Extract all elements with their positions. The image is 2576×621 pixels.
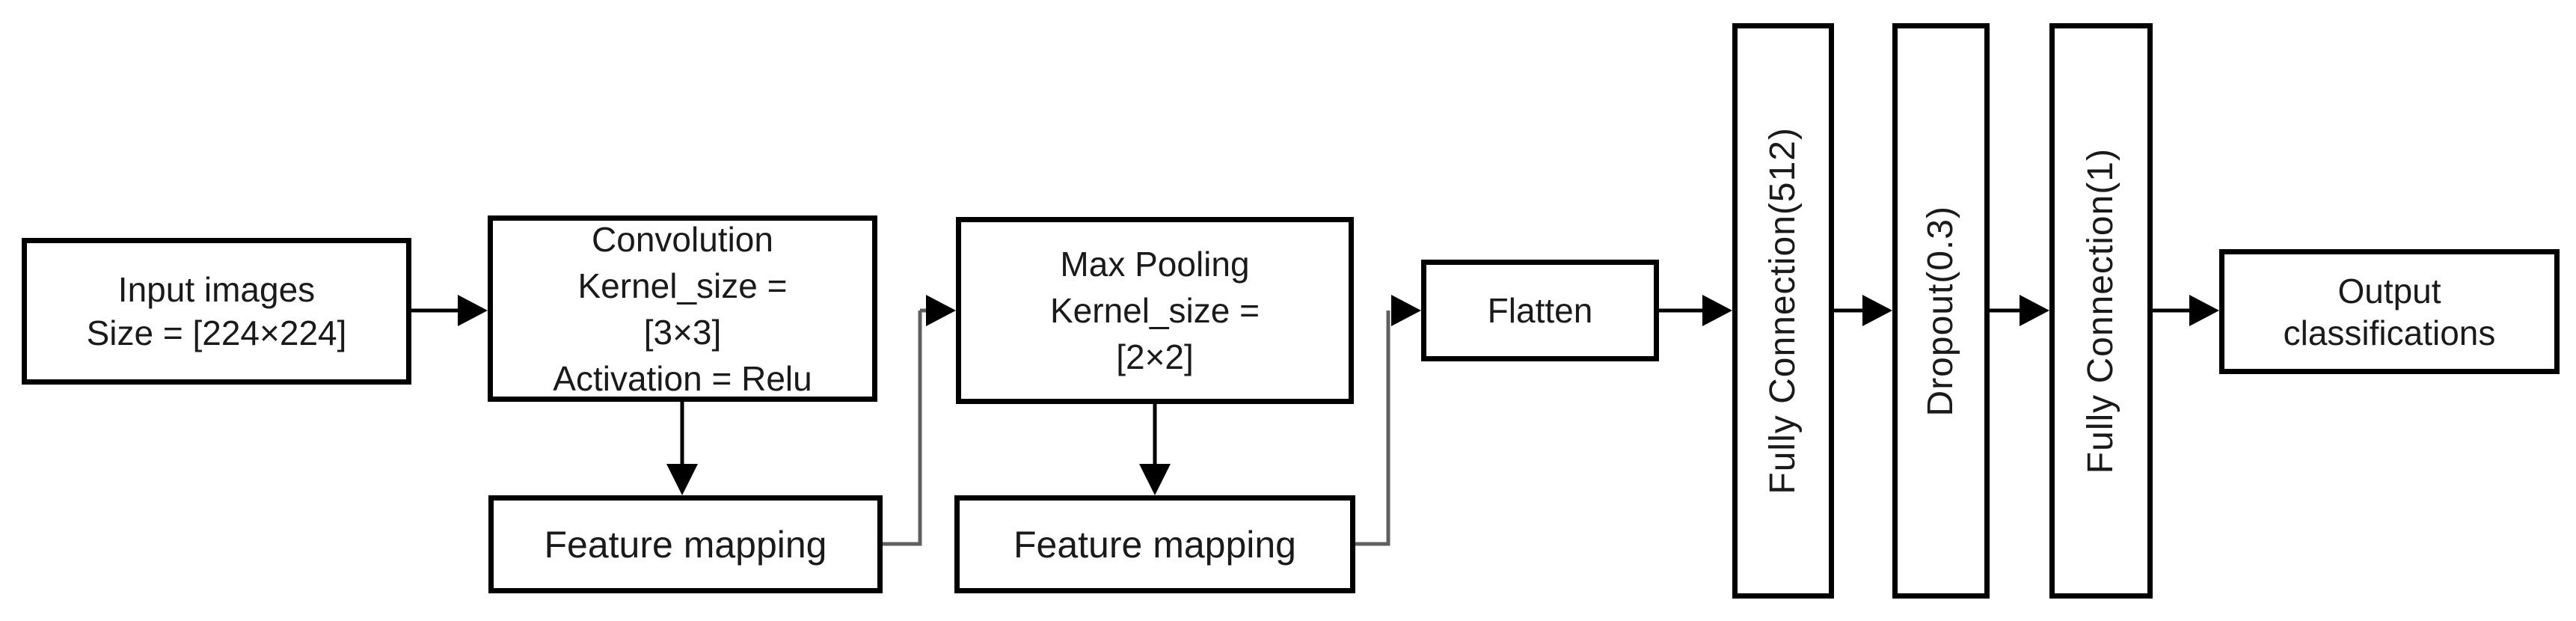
node-flatten: Flatten: [1421, 260, 1659, 361]
node-output-label-line2: classifications: [2283, 313, 2496, 352]
node-convolution-label-line3: [3×3]: [643, 312, 722, 352]
node-fully-connection-1-label: Fully Connection(1): [2081, 147, 2120, 474]
node-fully-connection-1: Fully Connection(1): [2049, 23, 2153, 599]
node-feature-mapping-2-label: Feature mapping: [1013, 523, 1296, 566]
node-max-pooling-label-line1: Max Pooling: [1060, 245, 1250, 284]
node-fully-connection-512-label: Fully Connection(512): [1763, 127, 1803, 495]
arrow-flatten-to-fc512: [1659, 295, 1732, 326]
node-feature-mapping-2: Feature mapping: [954, 495, 1355, 593]
node-max-pooling: Max Pooling Kernel_size = [2×2]: [956, 217, 1354, 404]
node-input-images: Input images Size = [224×224]: [22, 238, 411, 385]
node-flatten-label: Flatten: [1487, 291, 1593, 330]
node-fully-connection-512: Fully Connection(512): [1732, 23, 1834, 599]
node-input-images-label-line1: Input images: [117, 270, 316, 309]
node-output-classifications: Output classifications: [2219, 249, 2560, 374]
node-dropout: Dropout(0.3): [1892, 23, 1990, 599]
node-convolution-label-line1: Convolution: [592, 219, 773, 259]
node-convolution-label-line2: Kernel_size =: [577, 266, 788, 305]
arrow-maxpool-to-featuremap2: [1139, 404, 1171, 495]
node-feature-mapping-1: Feature mapping: [488, 495, 883, 593]
node-max-pooling-label-line2: Kernel_size =: [1050, 291, 1260, 330]
node-convolution: Convolution Kernel_size = [3×3] Activati…: [488, 215, 877, 402]
node-output-label-line1: Output: [2337, 271, 2441, 310]
arrow-conv-to-featuremap1: [666, 402, 698, 495]
node-convolution-label-line4: Activation = Relu: [553, 358, 812, 398]
connector-featuremap2-to-flatten: [1355, 295, 1421, 546]
node-max-pooling-label-line3: [2×2]: [1116, 337, 1194, 376]
node-dropout-label: Dropout(0.3): [1921, 205, 1960, 417]
arrow-input-to-conv: [411, 295, 488, 326]
connector-featuremap1-to-maxpool: [881, 295, 956, 546]
node-input-images-label-line2: Size = [224×224]: [86, 313, 347, 352]
node-feature-mapping-1-label: Feature mapping: [544, 523, 827, 566]
arrow-dropout-to-fc1: [1990, 295, 2049, 326]
arrow-fc512-to-dropout: [1834, 295, 1892, 326]
arrow-fc1-to-output: [2153, 295, 2219, 326]
